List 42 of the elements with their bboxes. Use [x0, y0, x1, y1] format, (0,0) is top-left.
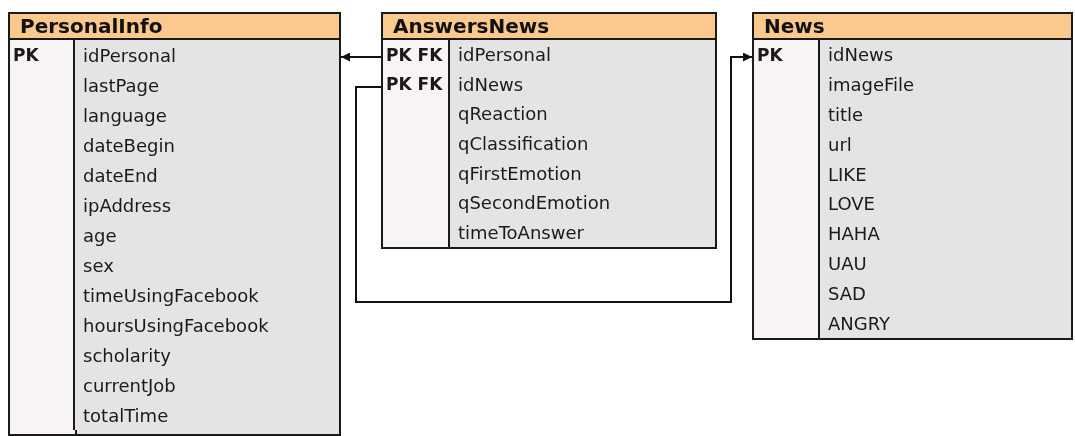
- field-name: age: [83, 224, 117, 246]
- key-label: PK: [757, 44, 783, 65]
- field-name: url: [828, 133, 852, 155]
- field-name: timeToAnswer: [458, 221, 584, 243]
- table-title: News: [754, 14, 1071, 40]
- field-name: ANGRY: [828, 312, 891, 334]
- table-title: PersonalInfo: [10, 14, 339, 40]
- field-name: hoursUsingFacebook: [83, 314, 269, 336]
- key-label: PK FK: [386, 74, 443, 95]
- field-name: qReaction: [458, 103, 548, 125]
- field-name: idNews: [458, 73, 524, 95]
- table-title: AnswersNews: [383, 14, 715, 40]
- field-name: sex: [83, 254, 114, 276]
- field-name: scholarity: [83, 344, 171, 366]
- key-label: PK: [13, 45, 39, 65]
- field-name: ipAddress: [83, 194, 172, 216]
- field-name: dateEnd: [83, 164, 158, 186]
- field-name: language: [83, 104, 167, 126]
- field-name: LOVE: [828, 193, 875, 215]
- field-name: UAU: [828, 252, 867, 274]
- field-name: currentJob: [83, 374, 176, 396]
- field-name: idPersonal: [458, 44, 551, 66]
- field-name: dateBegin: [83, 134, 175, 156]
- field-name: lastPage: [83, 74, 160, 96]
- relationship-arrow: [340, 52, 382, 62]
- field-name: timeUsingFacebook: [83, 284, 259, 306]
- field-name: qFirstEmotion: [458, 162, 582, 184]
- field-name: HAHA: [828, 223, 880, 245]
- field-name: idPersonal: [83, 44, 176, 66]
- entity-table: [8, 12, 341, 436]
- field-name: SAD: [828, 282, 866, 304]
- field-name: idNews: [828, 44, 894, 66]
- field-name: totalTime: [83, 404, 169, 426]
- entity-table: [752, 12, 1073, 340]
- field-name: qClassification: [458, 133, 589, 154]
- field-name: title: [828, 104, 864, 125]
- relationship-arrow: [355, 52, 753, 303]
- entity-table: [381, 12, 717, 249]
- field-name: imageFile: [828, 74, 915, 96]
- field-name: LIKE: [828, 163, 867, 185]
- field-name: qSecondEmotion: [458, 192, 611, 214]
- key-label: PK FK: [386, 44, 443, 65]
